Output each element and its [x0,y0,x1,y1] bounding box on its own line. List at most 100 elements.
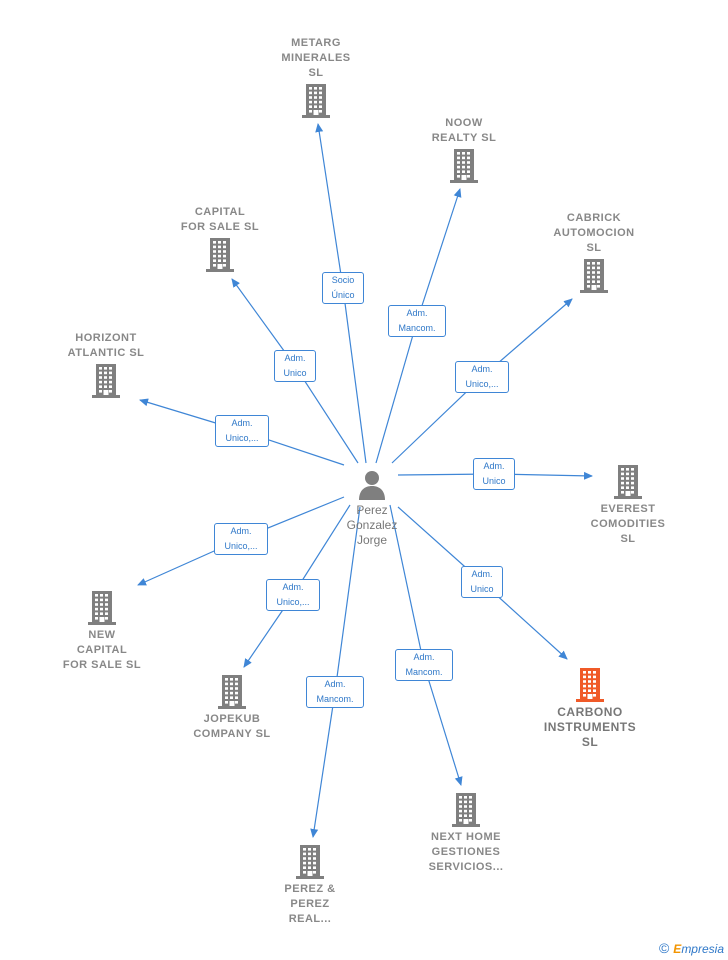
building-icon [88,591,116,625]
company-label-line: GESTIONES [431,846,501,858]
company-node-newcapital[interactable]: NEW CAPITAL FOR SALE SL [32,588,172,673]
role-label-line: Unico,... [465,379,499,389]
company-node-everest[interactable]: EVEREST COMODITIES SL [558,462,698,547]
role-label-line: Adm. [230,526,252,536]
footer-brand: ©Empresia [659,940,724,956]
copyright-icon: © [658,940,670,956]
company-label-line: CAPITAL [76,644,128,656]
role-label-line: Unico,... [276,597,310,607]
role-label-line: Adm. [471,364,493,374]
company-label: EVEREST COMODITIES SL [558,502,698,547]
building-icon [296,845,324,879]
company-label: NEXT HOME GESTIONES SERVICIOS... [396,830,536,875]
company-label: NEW CAPITAL FOR SALE SL [32,628,172,673]
company-label-line: HORIZONT [75,332,137,344]
company-node-perez[interactable]: PEREZ & PEREZ REAL... [240,842,380,927]
building-icon [452,793,480,827]
role-label-horizont[interactable]: Adm.Unico,... [215,415,269,447]
person-label-line: Jorge [356,533,388,547]
company-node-cabrick[interactable]: CABRICK AUTOMOCION SL [524,211,664,296]
company-label-line: EVEREST [600,503,656,515]
building-icon [206,238,234,272]
company-label-line: NOOW [445,117,483,129]
company-label-line: METARG [291,37,341,49]
role-label-line: Adm. [471,569,493,579]
company-label-line: CABRICK [566,212,622,224]
role-label-newcapital[interactable]: Adm. Unico,... [214,523,268,555]
company-label: METARG MINERALES SL [246,36,386,81]
role-label-line: Unico [283,368,307,378]
company-label: HORIZONT ATLANTIC SL [36,331,176,361]
role-label-line: Unico,... [225,433,259,443]
role-label-line: Único [331,290,355,300]
company-label-line: REALTY SL [431,132,497,144]
role-label-line: Socio [331,275,355,285]
company-label-line: FOR SALE SL [62,659,142,671]
company-label-line: CAPITAL [194,206,246,218]
role-label-line: Adm. [284,353,306,363]
role-label-line: Unico [482,476,506,486]
company-label-line: PEREZ [290,898,330,910]
role-label-jopekub[interactable]: Adm. Unico,... [266,579,320,611]
brand-name: mpresia [681,942,724,956]
person-label-line: Gonzalez [346,518,398,532]
building-icon [576,668,604,702]
company-node-horizont[interactable]: HORIZONT ATLANTIC SL [36,331,176,401]
person-label-line: Perez [356,503,388,517]
role-label-noow[interactable]: Adm. Mancom. [388,305,446,337]
company-label-line: SL [620,533,636,545]
company-label-line: INSTRUMENTS [543,720,637,734]
company-label-line: FOR SALE SL [180,221,260,233]
company-node-capital[interactable]: CAPITAL FOR SALE SL [150,205,290,275]
role-label-line: Unico,... [224,541,258,551]
company-label-line: MINERALES [281,52,351,64]
building-icon [580,259,608,293]
role-label-line: Adm. [483,461,505,471]
role-label-line: Adm. [406,308,428,318]
person-icon [359,471,385,500]
building-icon [92,364,120,398]
role-label-carbono[interactable]: Adm. Unico [461,566,503,598]
company-label-line: NEW [88,629,116,641]
company-label-line: COMODITIES [590,518,666,530]
building-icon [614,465,642,499]
company-node-nexthome[interactable]: NEXT HOME GESTIONES SERVICIOS... [396,790,536,875]
role-label-cabrick[interactable]: Adm. Unico,... [455,361,509,393]
role-label-line: Mancom. [398,323,436,333]
edge-perez [310,506,361,838]
company-label-line: JOPEKUB [203,713,261,725]
role-label-line: Mancom. [405,667,443,677]
company-label: NOOW REALTY SL [394,116,534,146]
company-label-line: SL [586,242,602,254]
company-node-noow[interactable]: NOOW REALTY SL [394,116,534,186]
role-label-line: Adm. [324,679,346,689]
company-label: CABRICK AUTOMOCION SL [524,211,664,256]
role-label-line: Unico [470,584,494,594]
role-label-nexthome[interactable]: Adm.Mancom. [395,649,453,681]
role-label-everest[interactable]: Adm. Unico [473,458,515,490]
brand-initial: E [673,942,682,956]
role-label-capital[interactable]: Adm. Unico [274,350,316,382]
role-label-line: Adm. [282,582,304,592]
role-label-perez[interactable]: Adm. Mancom. [306,676,364,708]
company-node-metarg[interactable]: METARG MINERALES SL [246,36,386,121]
company-label-line: PEREZ & [284,883,336,895]
building-icon [302,84,330,118]
company-label-line: REAL... [288,913,332,925]
company-label-line: AUTOMOCION [553,227,635,239]
role-label-line: Mancom. [316,694,354,704]
company-label-line: SERVICIOS... [428,861,504,873]
company-label-line: NEXT HOME [431,831,501,843]
company-label-line: CARBONO [557,705,623,719]
company-label-line: SL [308,67,324,79]
company-label-line: SL [581,735,599,749]
building-icon [218,675,246,709]
company-label-line: ATLANTIC SL [67,347,145,359]
